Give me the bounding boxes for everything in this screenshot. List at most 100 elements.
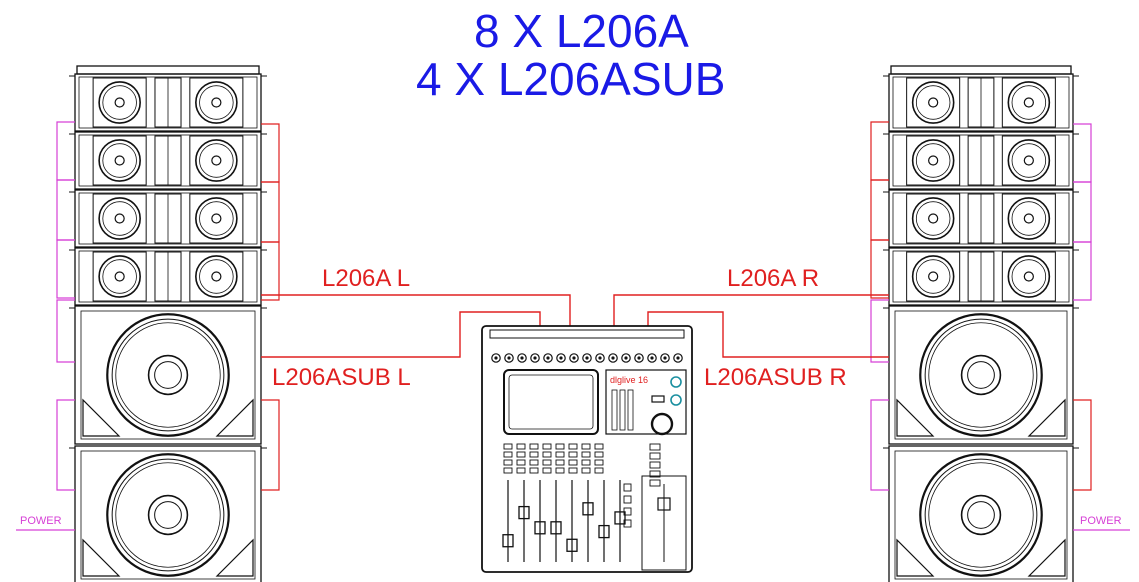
woofer-cone — [98, 255, 141, 298]
woofer-dustcap — [928, 271, 939, 282]
woofer-cone — [1007, 139, 1051, 182]
sub-cabinet — [74, 445, 262, 582]
console-body — [481, 325, 693, 573]
woofer-surround — [102, 85, 137, 120]
section-button — [649, 479, 661, 487]
cyan-button-icon — [670, 376, 682, 388]
top-knob — [634, 353, 644, 363]
woofer-frame — [1001, 193, 1056, 244]
fader-cap — [566, 538, 578, 552]
side-button — [623, 519, 632, 528]
top-knob — [660, 353, 670, 363]
module-frame — [78, 250, 258, 303]
channel-button — [581, 459, 591, 466]
signal-wires — [261, 294, 889, 358]
channel-button — [516, 467, 526, 474]
woofer-surround — [102, 201, 137, 236]
module-cabinet — [888, 247, 1074, 306]
sub-link-right — [261, 399, 280, 491]
woofer-surround — [199, 259, 234, 294]
sub-port-left — [82, 538, 121, 577]
channel-button — [503, 467, 513, 474]
mini-fader-track — [627, 389, 634, 431]
top-knob-center — [624, 356, 628, 360]
top-knob-center — [611, 356, 615, 360]
left-speaker-stack — [16, 65, 280, 582]
fader-cap — [582, 502, 594, 516]
sub-frame — [894, 310, 1068, 440]
woofer-cone — [195, 139, 238, 182]
module-cabinet — [74, 189, 262, 248]
line-array-module — [883, 73, 1079, 132]
fader-cap — [502, 534, 514, 548]
woofer-dustcap — [928, 155, 939, 166]
sub-link-right — [1073, 399, 1092, 491]
top-knob — [647, 353, 657, 363]
mini-fader-track — [619, 389, 626, 431]
sub-cone — [115, 462, 221, 568]
sub-port-left — [896, 398, 935, 437]
sub-cabinet — [888, 305, 1074, 445]
top-knob — [569, 353, 579, 363]
woofer-dustcap — [211, 97, 222, 108]
channel-button — [542, 467, 552, 474]
link-cable-right — [261, 241, 280, 301]
channel-button — [581, 467, 591, 474]
sub-dustcap — [960, 494, 1002, 536]
link-cable-right — [261, 123, 280, 183]
wire-l206a-right — [613, 294, 889, 326]
sub-cone — [115, 322, 221, 428]
title-line-1: 8 X L206A — [474, 5, 689, 57]
woofer-frame — [906, 77, 961, 128]
top-knob-center — [494, 356, 498, 360]
master-fader-cap — [657, 497, 671, 511]
fader-cap — [534, 521, 546, 535]
channel-button — [516, 451, 526, 458]
channel-button — [594, 467, 604, 474]
woofer-frame — [92, 251, 147, 302]
sub-link-left — [870, 299, 889, 363]
touch-screen-inner — [508, 374, 594, 430]
mini-fader-track — [611, 389, 618, 431]
link-cable-left — [870, 239, 889, 299]
top-knob-center — [572, 356, 576, 360]
mixing-console: dlglive 16 — [481, 325, 693, 573]
woofer-frame — [189, 77, 244, 128]
channel-button — [581, 443, 591, 450]
woofer-surround — [102, 259, 137, 294]
sub-port-left — [82, 398, 121, 437]
sub-center — [967, 501, 995, 529]
top-knob — [543, 353, 553, 363]
link-cable-right — [1073, 181, 1092, 243]
woofer-surround — [915, 259, 951, 294]
woofer-cone — [911, 197, 955, 240]
woofer-cone — [195, 197, 238, 240]
channel-button — [529, 443, 539, 450]
sub-cone-outer — [919, 453, 1043, 577]
woofer-dustcap — [1023, 213, 1034, 224]
top-knob — [608, 353, 618, 363]
top-knob-center — [546, 356, 550, 360]
woofer-frame — [1001, 77, 1056, 128]
woofer-dustcap — [1023, 97, 1034, 108]
subwoofer — [883, 445, 1079, 582]
line-array-module — [883, 131, 1079, 190]
sub-dustcap — [147, 354, 189, 396]
channel-button — [503, 443, 513, 450]
link-cable-right — [1073, 123, 1092, 183]
sub-link-left — [56, 299, 75, 363]
subwoofer — [69, 445, 267, 582]
sub-port-right — [1027, 538, 1066, 577]
fader-cap — [614, 511, 626, 525]
sub-center — [154, 501, 182, 529]
select-button — [651, 395, 665, 403]
control-panel — [605, 369, 687, 435]
module-frame — [892, 76, 1070, 129]
fader-cap — [518, 505, 530, 520]
module-cabinet — [888, 73, 1074, 132]
section-button — [649, 470, 661, 478]
console-top-strip — [489, 329, 685, 339]
sub-cone-outer — [106, 313, 230, 437]
sub-link-left — [56, 399, 75, 491]
